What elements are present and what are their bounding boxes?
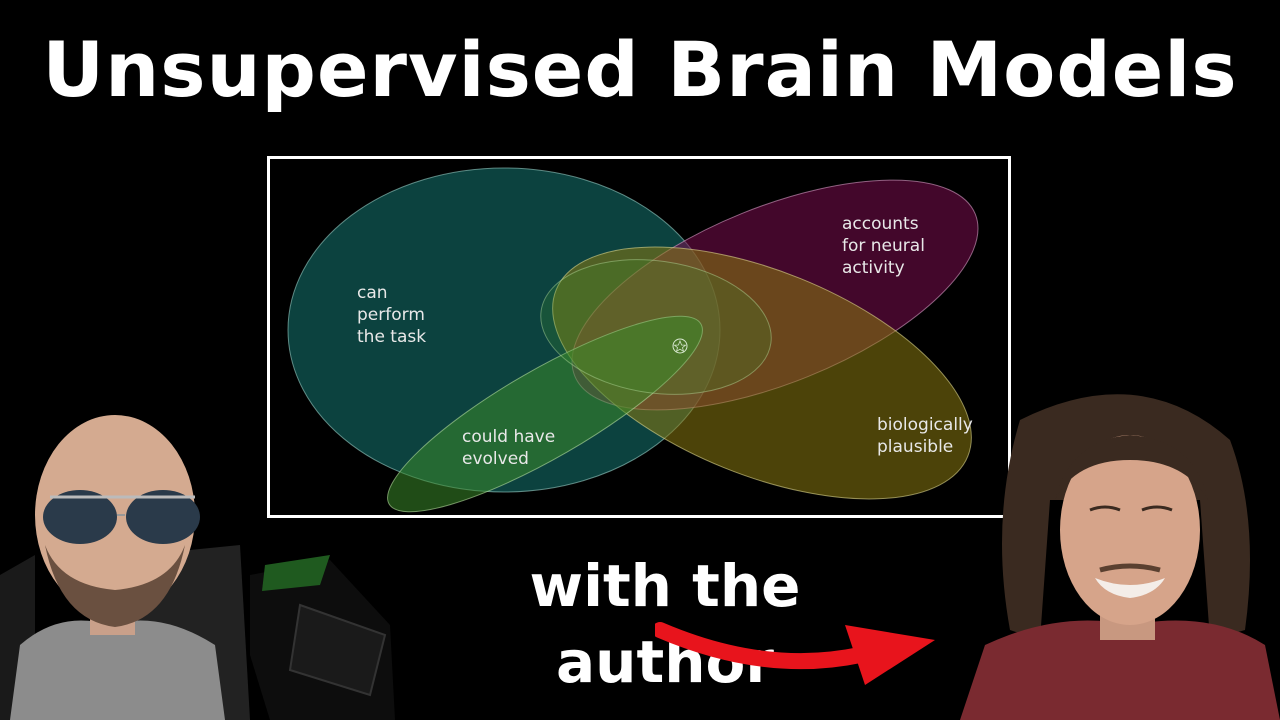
- set-biologically-plausible: [552, 246, 972, 500]
- label-could-have-evolved: could have evolved: [462, 427, 561, 469]
- venn-svg: can perform the task accounts for neural…: [287, 167, 979, 513]
- star-icon: [672, 338, 688, 354]
- set-could-have-evolved: [387, 315, 703, 513]
- set-overlap-lens: [540, 259, 772, 395]
- arrow-to-author: [652, 600, 945, 694]
- label-can-perform-task: can perform the task: [357, 283, 430, 347]
- subtitle: with the author: [529, 552, 801, 696]
- author-photo: [960, 380, 1280, 720]
- venn-diagram: can perform the task accounts for neural…: [267, 156, 1011, 518]
- host-photo: [0, 395, 400, 720]
- author-avatar: [960, 394, 1280, 720]
- arrow-icon: [652, 622, 935, 685]
- host-avatar: [0, 415, 395, 720]
- thumbnail-title: Unsupervised Brain Models: [42, 25, 1238, 114]
- label-biologically-plausible: biologically plausible: [877, 415, 978, 457]
- label-accounts-for-neural-activity: accounts for neural activity: [842, 214, 930, 278]
